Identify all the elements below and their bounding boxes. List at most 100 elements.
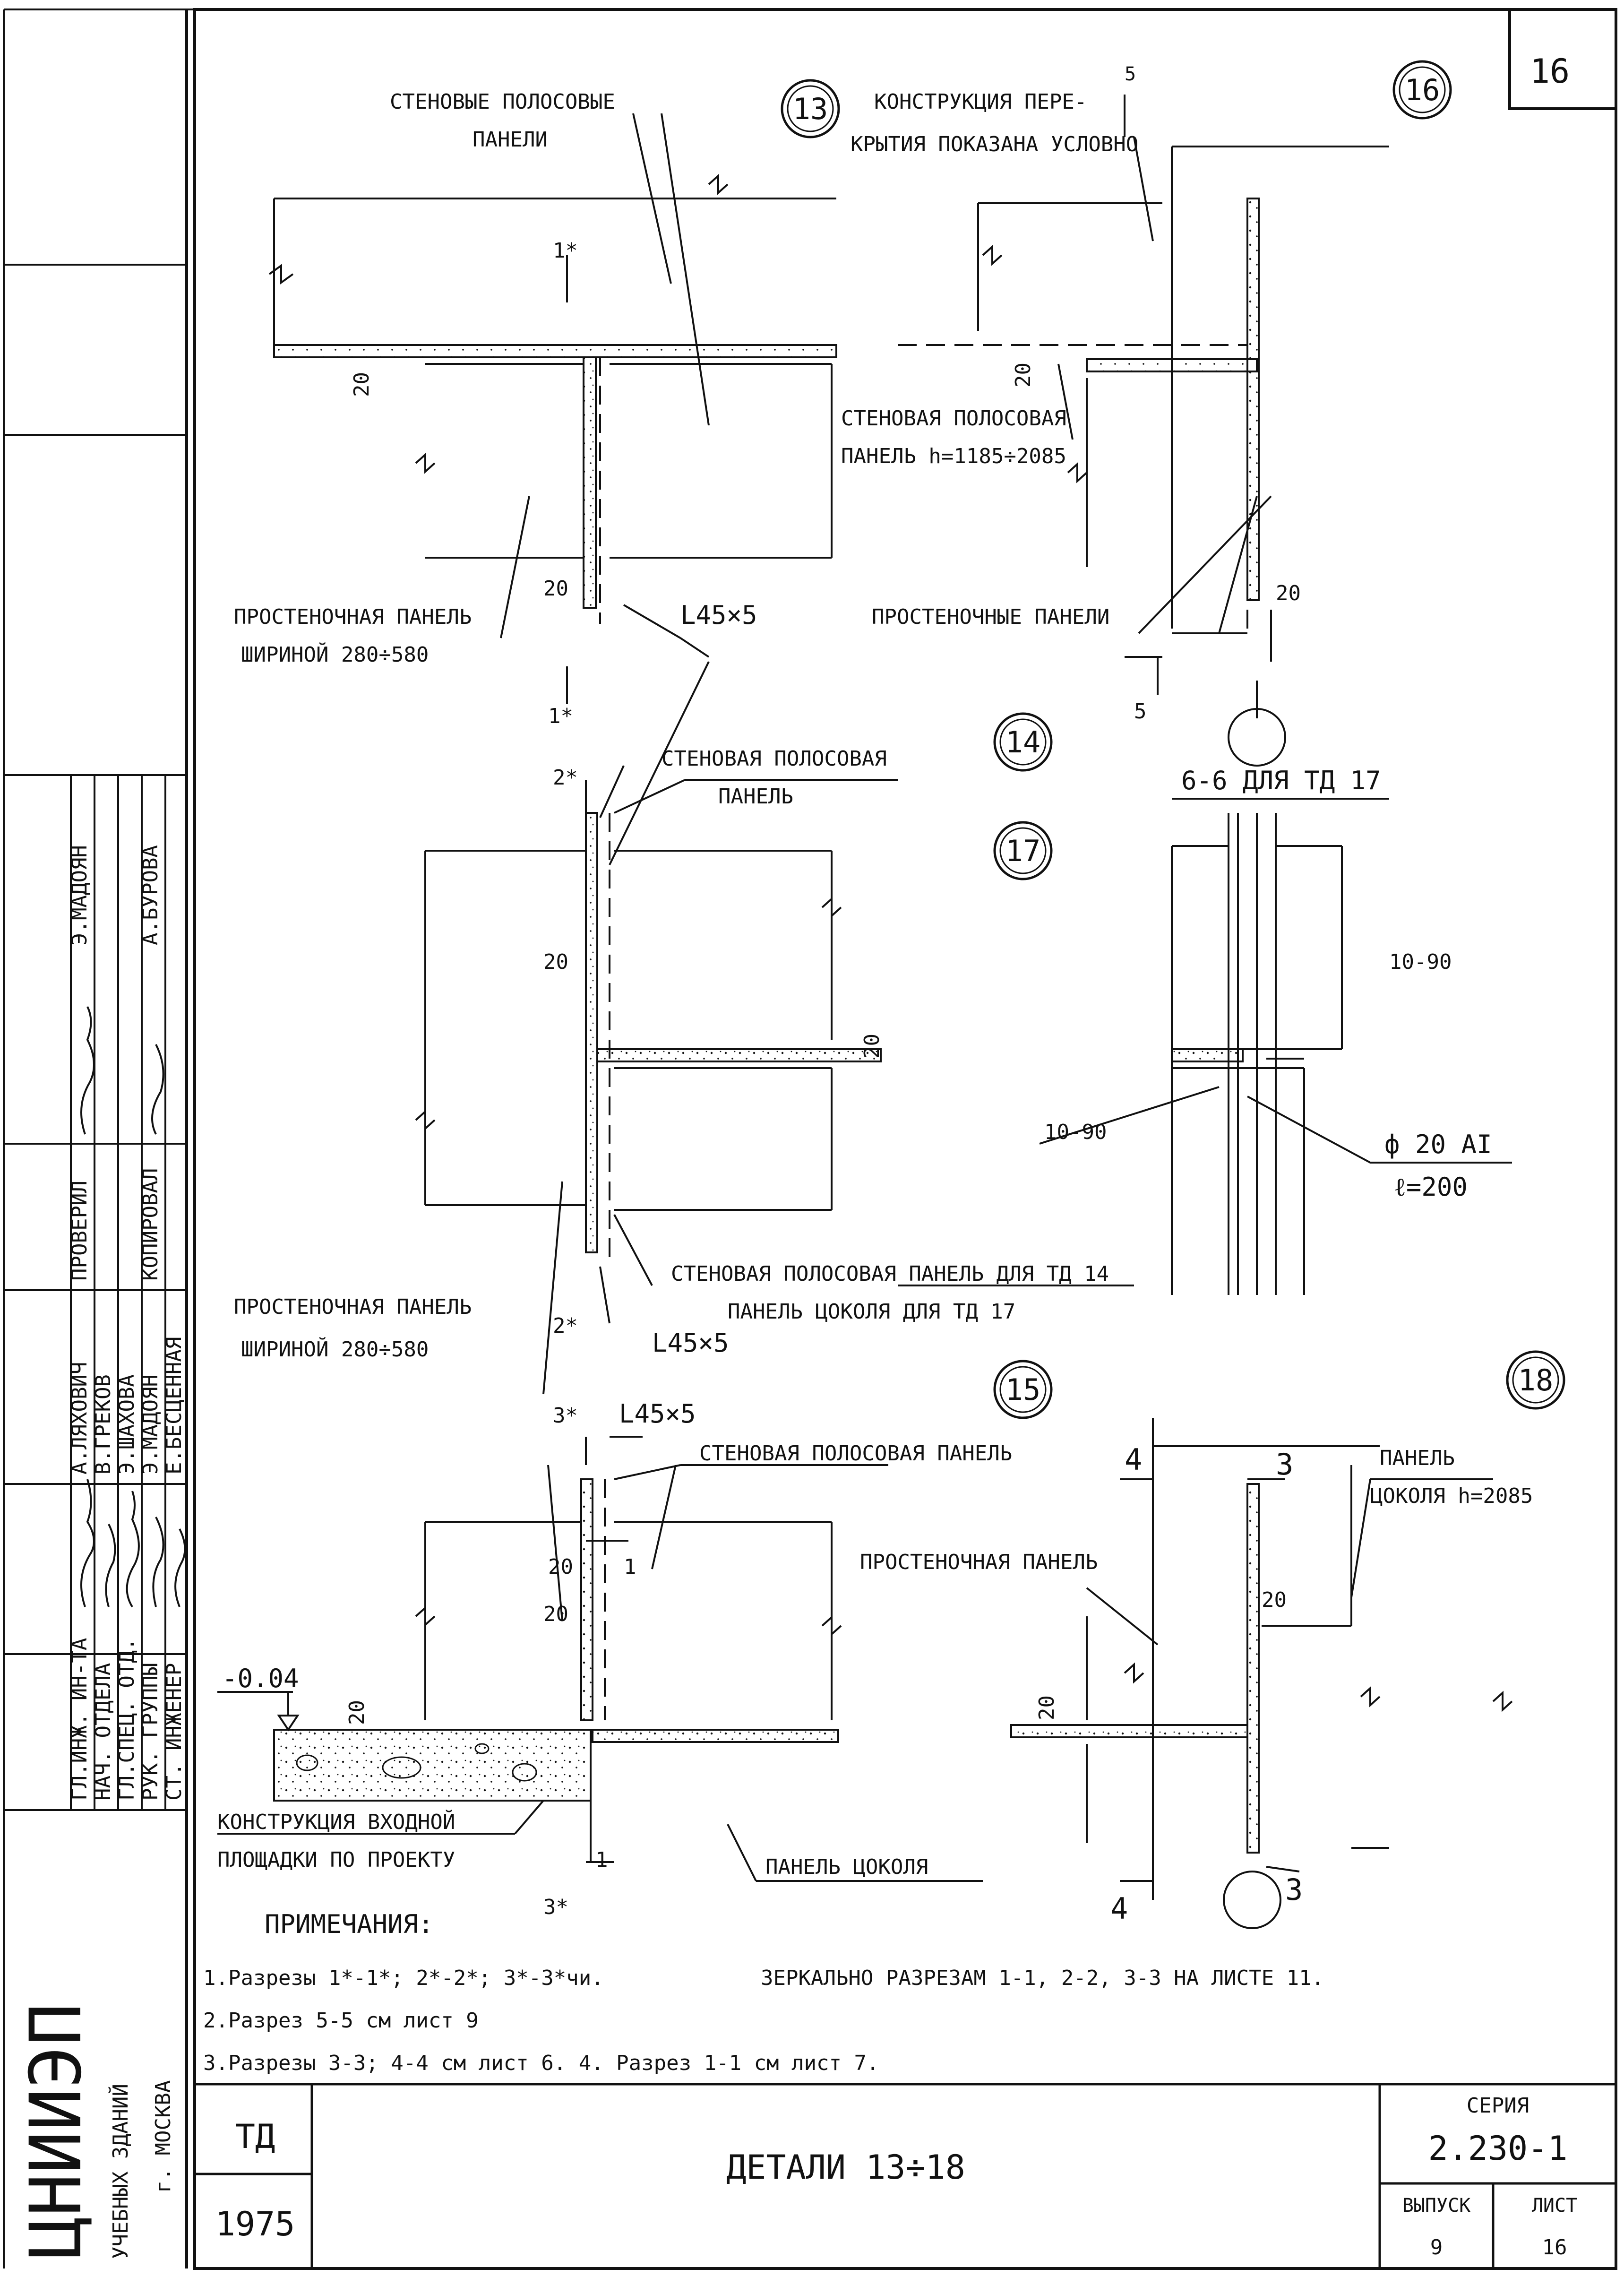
note-line-1b: ЗЕРКАЛЬНО РАЗРЕЗАМ 1-1, 2-2, 3-3 НА ЛИСТ…	[761, 1966, 1324, 1990]
sheet-frame	[3, 8, 1617, 2270]
s66-dim-1: 10-90	[1389, 950, 1452, 974]
name-1: А.ЛЯХОВИЧ	[68, 1362, 92, 1475]
notes: ПРИМЕЧАНИЯ: 1.Разрезы 1*-1*; 2*-2*; 3*-3…	[203, 1909, 1324, 2075]
sheet-number: 16	[1530, 52, 1570, 91]
role-4: РУК. ГРУППЫ	[138, 1663, 163, 1801]
d14-dim-1: 20	[543, 950, 568, 974]
s66-rebar-2: ℓ=200	[1394, 1172, 1468, 1202]
role-2: НАЧ. ОТДЕЛА	[91, 1663, 115, 1801]
name-2: В.ГРЕКОВ	[91, 1374, 115, 1475]
d16-label-1: КОНСТРУКЦИЯ ПЕРЕ-	[874, 90, 1087, 114]
d18-section-3-top: 3	[1276, 1447, 1293, 1482]
d14-angle: L45×5	[652, 1328, 729, 1358]
d15-label: СТЕНОВАЯ ПОЛОСОВАЯ ПАНЕЛЬ	[699, 1441, 1012, 1466]
marker-15: 15	[1005, 1372, 1041, 1407]
series-value: 2.230-1	[1428, 2129, 1567, 2168]
d18-section-4-bottom: 4	[1110, 1891, 1128, 1926]
role-1: ГЛ.ИНЖ. ИН-ТА	[68, 1638, 92, 1801]
name-4: Э.МАДОЯН	[138, 1374, 163, 1475]
marker-13: 13	[793, 92, 828, 126]
d15-section-1-bottom: 1	[595, 1848, 608, 1872]
d14-partition-2: ШИРИНОЙ 280÷580	[241, 1337, 429, 1362]
d13-label-2: ПАНЕЛИ	[473, 128, 548, 152]
d15-section-1-top: 1	[624, 1555, 636, 1579]
d16-strip-1: СТЕНОВАЯ ПОЛОСОВАЯ	[841, 406, 1066, 431]
note-line-3: 3.Разрезы 3-3; 4-4 см лист 6. 4. Разрез …	[203, 2051, 879, 2075]
d13-partition-2: ШИРИНОЙ 280÷580	[241, 642, 429, 667]
d16-dim-2: 20	[1276, 581, 1301, 605]
role-5: СТ. ИНЖЕНЕР	[162, 1663, 186, 1801]
doc-title: ДЕТАЛИ 13÷18	[726, 2148, 965, 2187]
d13-dim-1: 20	[350, 372, 374, 397]
d14-section-bottom: 2*	[553, 1314, 578, 1338]
note-line-2: 2.Разрез 5-5 см лист 9	[203, 2009, 479, 2033]
org-name: ЦНИИЭП	[15, 2003, 97, 2259]
note-line-1: 1.Разрезы 1*-1*; 2*-2*; 3*-3*чи.	[203, 1966, 604, 1990]
bottom-title-block	[195, 2083, 1616, 2268]
d14-callout-2: ПАНЕЛЬ ЦОКОЛЯ ДЛЯ ТД 17	[728, 1300, 1015, 1324]
d15-section-3-bottom: 3*	[543, 1895, 568, 1919]
section-6-6: 6-6 ДЛЯ ТД 17 10-90 10-90 ф 20 АI ℓ=200	[1039, 766, 1512, 1295]
d15-dim-1: 20	[548, 1555, 573, 1579]
d18-partition: ПРОСТЕНОЧНАЯ ПАНЕЛЬ	[860, 1550, 1098, 1574]
s66-rebar-1: ф 20 АI	[1384, 1130, 1492, 1159]
s66-dim-2: 10-90	[1044, 1120, 1107, 1144]
d14-dim-2: 20	[860, 1034, 884, 1059]
d18-section-3-bottom: 3	[1285, 1872, 1303, 1907]
d13-label-1: СТЕНОВЫЕ ПОЛОСОВЫЕ	[390, 90, 615, 114]
d15-section-3-top: 3*	[553, 1404, 578, 1428]
d18-plinth-2: ЦОКОЛЯ h=2085	[1370, 1484, 1533, 1508]
d15-platform-2: ПЛОЩАДКИ ПО ПРОЕКТУ	[217, 1848, 455, 1872]
d18-section-4-top: 4	[1125, 1442, 1142, 1477]
d15-dim-2: 20	[543, 1602, 568, 1626]
d13-partition-1: ПРОСТЕНОЧНАЯ ПАНЕЛЬ	[234, 605, 472, 629]
marker-16: 16	[1405, 73, 1440, 107]
detail-18: 18 4 3 4 3 ПАНЕЛЬ ЦОКОЛЯ h=2085 ПРОСТЕНО…	[860, 1350, 1565, 1929]
detail-13: 13 СТЕНОВЫЕ ПОЛОСОВЫЕ ПАНЕЛИ 1* 1* 20 20…	[234, 79, 840, 865]
role2-1: ПРОВЕРИЛ	[68, 1181, 92, 1281]
d14-label-2: ПАНЕЛЬ	[718, 785, 793, 809]
strip-roles: ГЛ.ИНЖ. ИН-ТА НАЧ. ОТДЕЛА ГЛ.СПЕЦ. ОТД. …	[68, 1638, 186, 1801]
d18-plinth-1: ПАНЕЛЬ	[1380, 1446, 1455, 1470]
name2-1: Э.МАДОЯН	[68, 845, 92, 945]
series-label: СЕРИЯ	[1467, 2094, 1529, 2118]
d13-dim-2: 20	[543, 577, 568, 601]
d15-platform-1: КОНСТРУКЦИЯ ВХОДНОЙ	[217, 1809, 455, 1834]
role-3: ГЛ.СПЕЦ. ОТД.	[115, 1638, 139, 1801]
d13-section-mark-top: 1*	[553, 239, 578, 263]
d16-section-bottom: 5	[1134, 699, 1147, 724]
org-sub-2: г. МОСКВА	[151, 2080, 175, 2193]
notes-title: ПРИМЕЧАНИЯ:	[265, 1909, 434, 1939]
signatures	[80, 1006, 186, 1608]
sheet-label: ЛИСТ	[1532, 2195, 1577, 2217]
marker-18: 18	[1518, 1363, 1554, 1397]
name2-2: А.БУРОВА	[138, 845, 163, 945]
name-3: Э.ШАХОВА	[115, 1374, 139, 1475]
strip-names: А.ЛЯХОВИЧ В.ГРЕКОВ Э.ШАХОВА Э.МАДОЯН Е.Б…	[68, 1337, 186, 1475]
d15-base-panel: ПАНЕЛЬ ЦОКОЛЯ	[765, 1855, 928, 1879]
strip-roles-2: ПРОВЕРИЛ КОПИРОВАЛ	[68, 1168, 163, 1281]
d14-partition-1: ПРОСТЕНОЧНАЯ ПАНЕЛЬ	[234, 1295, 472, 1319]
d15-dim-3: 20	[345, 1700, 369, 1725]
issue-value: 9	[1430, 2235, 1443, 2260]
d16-dim-1: 20	[1011, 362, 1035, 388]
d16-partition: ПРОСТЕНОЧНЫЕ ПАНЕЛИ	[872, 605, 1109, 629]
name-5: Е.БЕСЦЕННАЯ	[162, 1337, 186, 1475]
detail-15: 15 3* 1 3* 1 L45×5 СТЕНОВАЯ ПОЛОСОВАЯ ПА…	[217, 1360, 1053, 1919]
d15-angle: L45×5	[619, 1399, 696, 1429]
detail-14-17: 14 17 СТЕНОВАЯ ПОЛОСОВАЯ ПАНЕЛЬ 2* 2* 20…	[234, 712, 1134, 1395]
detail-16: 16 КОНСТРУКЦИЯ ПЕРЕ- КРЫТИЯ ПОКАЗАНА УСЛ…	[841, 60, 1452, 767]
org-sub-1: УЧЕБНЫХ ЗДАНИЙ	[108, 2084, 133, 2259]
d15-level: -0.04	[222, 1664, 299, 1693]
d14-label-1: СТЕНОВАЯ ПОЛОСОВАЯ	[662, 747, 887, 771]
doc-year: 1975	[215, 2205, 295, 2243]
d14-section-top: 2*	[553, 766, 578, 790]
doc-code: ТД	[235, 2117, 275, 2156]
d13-angle: L45×5	[680, 600, 757, 630]
d14-callout-1: СТЕНОВАЯ ПОЛОСОВАЯ ПАНЕЛЬ ДЛЯ ТД 14	[671, 1262, 1109, 1286]
role2-2: КОПИРОВАЛ	[138, 1168, 163, 1281]
marker-14: 14	[1005, 725, 1041, 759]
d18-dim-2: 20	[1035, 1695, 1059, 1720]
d13-section-mark-bottom: 1*	[548, 704, 573, 728]
